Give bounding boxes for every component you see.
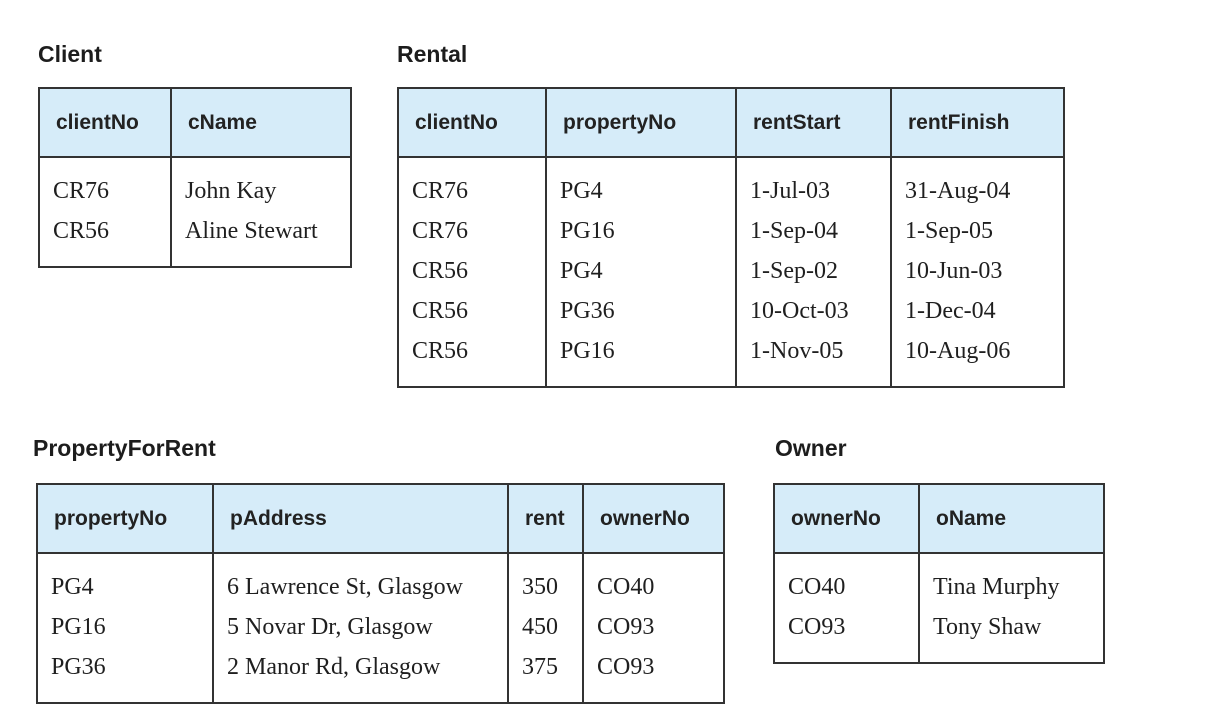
table-cell: Tony Shaw [918,607,1105,663]
table-cell: 2 Manor Rd, Glasgow [212,647,509,703]
table-cell: 6 Lawrence St, Glasgow [212,553,509,607]
table-cell: PG4 [36,553,214,607]
table-row: CR76 PG4 1-Jul-03 31-Aug-04 [397,157,1065,211]
table-cell: CR76 [397,157,547,211]
table-cell: CR56 [397,331,547,387]
table-row: CR56 PG16 1-Nov-05 10-Aug-06 [397,331,1065,387]
table-cell: CO93 [582,647,725,703]
table-cell: 10-Oct-03 [735,291,892,331]
table-cell: 10-Aug-06 [890,331,1065,387]
table-row: PG4 6 Lawrence St, Glasgow 350 CO40 [36,553,725,607]
table-cell: PG4 [545,251,737,291]
table-cell: PG16 [545,331,737,387]
table-cell: CO93 [773,607,920,663]
table-cell: PG16 [36,607,214,647]
column-header: pAddress [212,483,509,554]
table-row: CO40 Tina Murphy [773,553,1105,607]
table-cell: CR76 [397,211,547,251]
table-cell: PG36 [36,647,214,703]
table-cell: CR56 [38,211,172,267]
table-cell: CR56 [397,251,547,291]
header-row: propertyNo pAddress rent ownerNo [36,483,725,554]
column-header: propertyNo [36,483,214,554]
table-row: PG16 5 Novar Dr, Glasgow 450 CO93 [36,607,725,647]
table-cell: 1-Nov-05 [735,331,892,387]
column-header: ownerNo [582,483,725,554]
table-cell: 350 [507,553,584,607]
table-row: CR76 PG16 1-Sep-04 1-Sep-05 [397,211,1065,251]
column-header: oName [918,483,1105,554]
column-header: clientNo [38,87,172,158]
column-header: rentStart [735,87,892,158]
table-cell: PG36 [545,291,737,331]
column-header: propertyNo [545,87,737,158]
table-cell: 1-Dec-04 [890,291,1065,331]
table-cell: 31-Aug-04 [890,157,1065,211]
header-row: ownerNo oName [773,483,1105,554]
table-cell: Aline Stewart [170,211,352,267]
table-row: CR76 John Kay [38,157,352,211]
table-row: CR56 PG4 1-Sep-02 10-Jun-03 [397,251,1065,291]
table-row: CR56 PG36 10-Oct-03 1-Dec-04 [397,291,1065,331]
column-header: clientNo [397,87,547,158]
table-title-rental: Rental [397,41,468,67]
table-cell: John Kay [170,157,352,211]
table-title-client: Client [38,41,102,67]
table-cell: CO40 [773,553,920,607]
table-cell: 1-Jul-03 [735,157,892,211]
table-cell: CO93 [582,607,725,647]
table-cell: 5 Novar Dr, Glasgow [212,607,509,647]
table-title-property-for-rent: PropertyForRent [33,435,216,461]
table-row: CO93 Tony Shaw [773,607,1105,663]
client-table: clientNo cName CR76 John Kay CR56 Aline … [38,87,352,268]
table-title-owner: Owner [775,435,847,461]
column-header: ownerNo [773,483,920,554]
table-cell: PG4 [545,157,737,211]
table-cell: 375 [507,647,584,703]
table-cell: CO40 [582,553,725,607]
table-cell: 10-Jun-03 [890,251,1065,291]
rental-table: clientNo propertyNo rentStart rentFinish… [397,87,1065,388]
table-row: PG36 2 Manor Rd, Glasgow 375 CO93 [36,647,725,703]
table-row: CR56 Aline Stewart [38,211,352,267]
column-header: rentFinish [890,87,1065,158]
property-for-rent-table: propertyNo pAddress rent ownerNo PG4 6 L… [36,483,725,704]
table-cell: Tina Murphy [918,553,1105,607]
table-cell: CR56 [397,291,547,331]
column-header: cName [170,87,352,158]
table-cell: PG16 [545,211,737,251]
table-cell: 450 [507,607,584,647]
table-cell: 1-Sep-02 [735,251,892,291]
column-header: rent [507,483,584,554]
header-row: clientNo propertyNo rentStart rentFinish [397,87,1065,158]
table-cell: 1-Sep-04 [735,211,892,251]
table-cell: 1-Sep-05 [890,211,1065,251]
owner-table: ownerNo oName CO40 Tina Murphy CO93 Tony… [773,483,1105,664]
header-row: clientNo cName [38,87,352,158]
table-cell: CR76 [38,157,172,211]
